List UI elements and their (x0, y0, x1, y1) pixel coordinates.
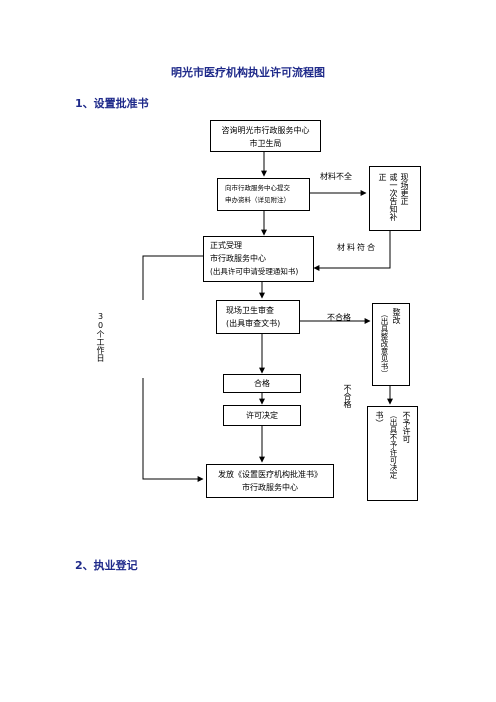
accept-line-1: 正式受理 (210, 241, 242, 250)
workdays-label: 30个工作日 (96, 312, 105, 362)
correct-once-line-2: 或一次告知补 (389, 173, 398, 221)
accept-line-2: 市行政服务中心 (210, 254, 266, 263)
no-permit-line-1: 不予许可 (402, 411, 411, 443)
issue-box: 发放《设置医疗机构批准书》 市行政服务中心 (206, 464, 334, 498)
no-permit-box: 不予许可 （出具不予许可决定 书） (367, 406, 418, 501)
submit-line-2: 申办资料（详见附注） (225, 196, 290, 204)
decision-label: 许可决定 (246, 411, 278, 420)
review-line-1: 现场卫生审查 (226, 306, 274, 315)
submit-line-1: 向市行政服务中心提交 (225, 184, 290, 192)
accept-line-3: (出具许可申请受理通知书) (210, 267, 299, 276)
complete-label: 材料符合 (337, 243, 377, 252)
issue-line-2: 市行政服务中心 (242, 483, 298, 492)
rectify-line-1: 整改 (392, 308, 401, 324)
issue-line-1: 发放《设置医疗机构批准书》 (218, 470, 322, 479)
arrow-correct-accept (313, 231, 391, 271)
page-title: 明光市医疗机构执业许可流程图 (171, 66, 325, 79)
submit-box: 向市行政服务中心提交 申办资料（详见附注） (217, 178, 310, 211)
correct-once-line-1: 现场更正 (400, 173, 409, 205)
correct-once-line-3: 正 (378, 173, 387, 181)
consult-box: 咨询明光市行政服务中心 市卫生局 (210, 120, 321, 152)
bracket-top (142, 255, 203, 300)
no-permit-line-2: （出具不予许可决定 (389, 411, 398, 479)
decision-box: 许可决定 (223, 405, 301, 426)
rectify-line-2: （出具整改意见书） (380, 310, 389, 378)
correct-once-box: 现场更正 或一次告知补 正 (369, 166, 421, 231)
review-box: 现场卫生审查 (出具审查文书) (216, 300, 300, 334)
no-permit-line-3: 书） (375, 411, 384, 427)
unqualified-label-1: 不合格 (327, 313, 351, 322)
consult-line-1: 咨询明光市行政服务中心 (221, 126, 310, 135)
bracket-bottom (142, 378, 204, 482)
section-heading-registration: 2、执业登记 (75, 559, 138, 572)
qualified-label: 合格 (254, 379, 270, 388)
rectify-box: 整改 （出具整改意见书） (372, 303, 410, 386)
qualified-box: 合格 (223, 374, 301, 393)
accept-box: 正式受理 市行政服务中心 (出具许可申请受理通知书) (203, 236, 314, 282)
incomplete-label: 材料不全 (320, 172, 352, 181)
section-heading-approval: 1、设置批准书 (75, 97, 149, 110)
unqualified-label-2: 不合格 (343, 384, 352, 408)
review-line-2: (出具审查文书) (226, 319, 281, 328)
consult-line-2: 市卫生局 (249, 139, 282, 148)
